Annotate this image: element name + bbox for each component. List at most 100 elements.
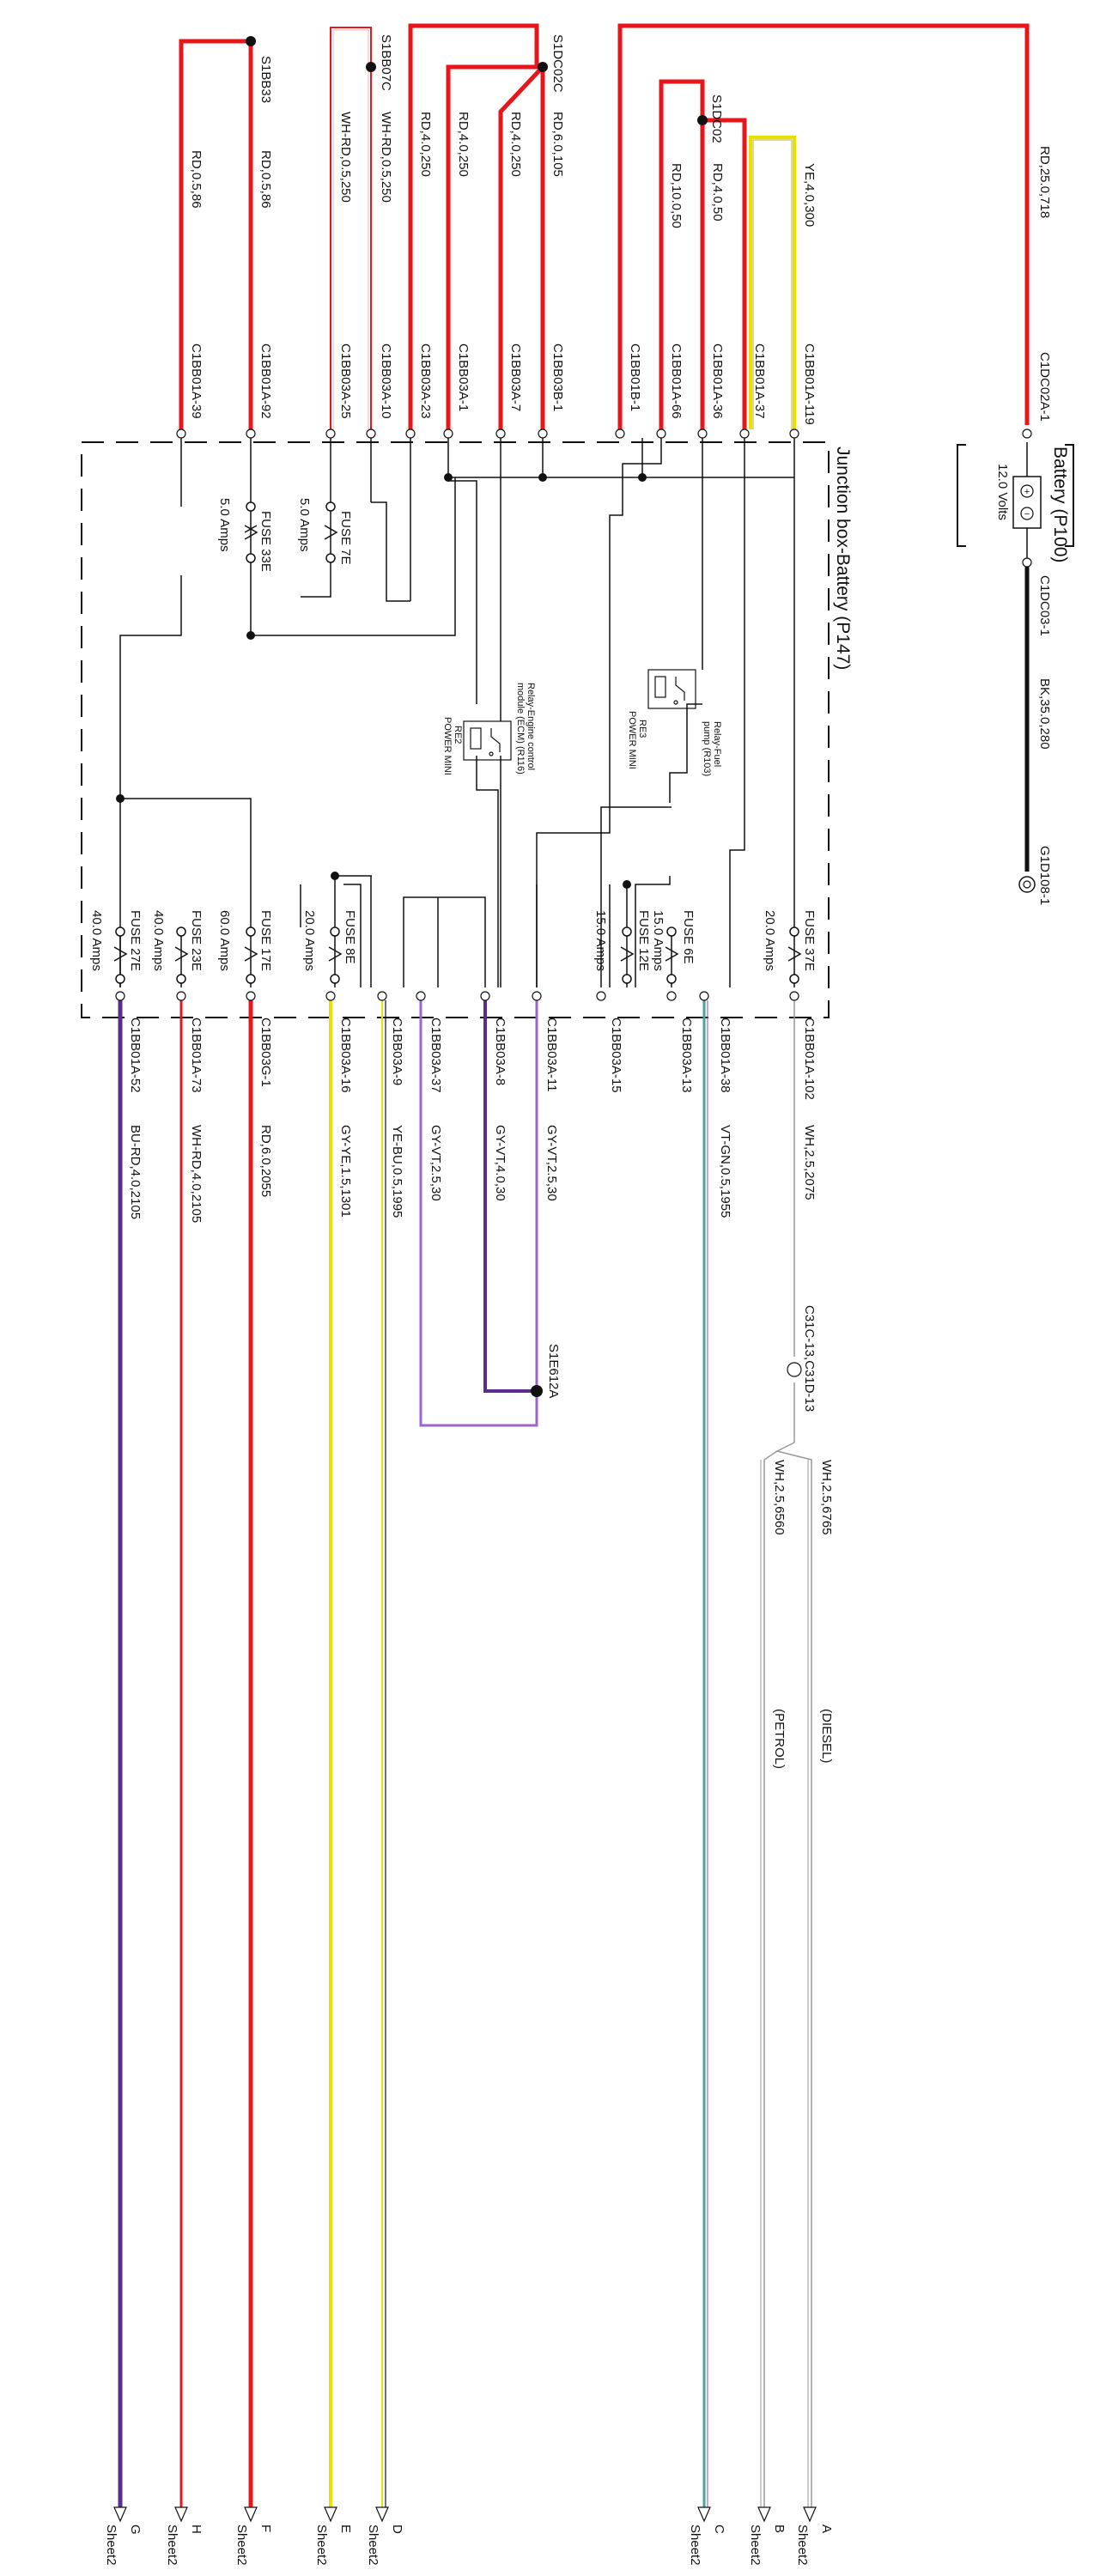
top-wire-2: RD,0.5,86 [258,150,273,209]
bottom-pin-9: C1BB03A-15 [609,1018,623,1093]
splice-s1bb33: S1BB33 [258,56,273,103]
battery-plus-sign: + [1024,487,1030,497]
bottom-pin-2: C1BB01A-73 [189,1018,204,1093]
relay-ecm-type-1: RE2 [453,726,463,744]
relay-ecm-type-2: POWER MINI [442,717,453,775]
top-wire-11: YE,4.0,300 [802,163,817,227]
top-wire-1: RD,0.5,86 [189,150,204,209]
bottom-wire-9: VT-GN,0.5,1955 [718,1125,732,1218]
wire-s1bb33-loop [179,39,253,429]
bottom-pin-10: C1BB03A-13 [679,1018,694,1093]
top-wire-4: WH-RD,0.5,250 [379,112,393,203]
connector-terminals [115,428,1032,1377]
splice-s1dc02: S1DC02 [709,94,724,143]
sheet-ref-e-letter: E [338,2524,353,2533]
battery-voltage: 12.0 Volts [995,464,1010,520]
battery-title: Battery (P100) [1050,447,1070,562]
top-wire-8: RD,6.0,105 [550,112,565,177]
sheet-ref-f-letter: F [258,2524,273,2532]
battery-ground-label: G1D108-1 [1037,846,1052,905]
bottom-wire-3: RD,6.0,2055 [258,1125,273,1197]
fuse-6e-rating: 15.0 Amps [651,910,666,971]
wire-yellow-top-edge [752,139,793,429]
top-pin-10: C1BB01A-66 [669,343,684,419]
wire-s1dc02c-mid [446,64,543,429]
fuse-17e-symbol [244,927,258,987]
fuse-23e-label: FUSE 23E [189,910,204,971]
relay-fuel-pump-symbol [647,669,696,709]
bottom-wire-6: GY-VT,2.5,30 [428,1125,443,1201]
connector-c31c: C31C-13 [802,1305,817,1357]
petrol-label: (PETROL) [772,1709,787,1769]
fuse-37e-label: FUSE 37E [802,910,817,971]
wire-gy-vt-2 [483,1000,537,1393]
top-pin-8: C1BB03B-1 [550,343,565,411]
top-wire-10: RD,4.0,50 [710,163,725,222]
top-pin-6: C1BB03A-1 [456,343,471,411]
battery-wire-positive: RD,25.0,718 [1037,146,1052,218]
sheet-ref-b-sheet: Sheet2 [748,2524,763,2566]
top-wire-5: RD,4.0,250 [418,112,433,177]
top-pin-13: C1BB01A-119 [802,343,817,425]
top-wire-9: RD,10.0,50 [669,163,684,228]
bottom-pin-8: C1BB03A-11 [544,1018,559,1091]
wire-branch-diesel [775,1442,812,2507]
bottom-pin-1: C1BB01A-52 [128,1018,143,1093]
sheet-ref-f-sheet: Sheet2 [234,2524,249,2566]
fuse-12e-symbol [620,927,635,987]
sheet-ref-d-sheet: Sheet2 [366,2524,380,2566]
top-pin-12: C1BB01A-37 [752,343,767,419]
fuse-23e-symbol [174,927,189,987]
top-wire-6: RD,4.0,250 [456,112,471,177]
fuse-33e-rating: 5.0 Amps [217,498,232,552]
wire-battery-positive [617,23,1030,429]
bottom-wire-7: GY-VT,4.0,30 [493,1125,507,1201]
bottom-wiring [118,1000,812,2507]
fuse-7e-symbol [324,501,338,575]
bottom-pin-5: C1BB03A-9 [390,1018,404,1085]
bottom-pin-3: C1BB03G-1 [258,1018,273,1087]
top-wire-7: RD,4.0,250 [508,112,523,177]
wire-s1dc02c-outer [408,23,539,429]
sheet-ref-a-letter: A [819,2524,834,2533]
fuse-33e-label: FUSE 33E [258,511,273,572]
relay-fuel-name-1: Relay-Fuel [712,721,722,767]
wire-yellow-top [749,136,796,429]
fuse-23e-rating: 40.0 Amps [151,910,166,971]
internal-wiring [119,438,795,987]
fuse-17e-rating: 60.0 Amps [217,910,232,971]
battery-minus-sign: − [1024,509,1030,519]
wire-s1dc02-b [702,118,747,429]
bottom-wire-8: GY-VT,2.5,30 [544,1125,559,1201]
connector-c31c-c31d: C31C-13,C31D-13 [802,1305,817,1412]
relay-ecm-symbol [463,720,512,761]
battery-symbol [957,442,1074,558]
bottom-wire-1: BU-RD,4.0,2105 [128,1125,143,1219]
splice-s1bb07c: S1BB07C [379,34,393,91]
fuse-17e-label: FUSE 17E [258,910,273,971]
sheet-ref-h-letter: H [189,2524,204,2534]
fuse-27e-symbol [113,927,128,987]
junction-box-title: Junction box-Battery (P147) [833,447,853,670]
bottom-wire-4: GY-YE,1.5,1301 [338,1125,353,1218]
relay-fuel-type-2: POWER MINI [627,711,637,769]
fuse-37e-symbol [787,910,802,987]
battery-ground-symbol [1018,876,1036,893]
wire-s1bb07c-loop [330,27,372,429]
wire-s1dc02c-diag [498,65,544,429]
relay-ecm-name-2: module (ECM) (R116) [515,683,526,775]
fuse-33e-symbol [244,501,258,575]
fuse-12e-label: FUSE 12E [636,910,651,971]
fuse-6e-symbol [665,927,679,987]
relay-fuel-name-2: pump (R103) [702,721,712,776]
fuse-8e-rating: 20.0 Amps [302,910,317,971]
top-pin-1: C1BB01A-39 [189,343,204,419]
splice-s1e612a: S1E612A [546,1344,561,1398]
bottom-pin-7: C1BB03A-8 [493,1018,507,1085]
bottom-wire-2: WH-RD,4.0,2105 [189,1125,204,1223]
bottom-pin-4: C1BB03A-16 [338,1018,353,1093]
fuse-8e-label: FUSE 8E [343,910,357,964]
top-pin-3: C1BB03A-25 [338,343,353,419]
fuse-7e-label: FUSE 7E [338,511,353,565]
